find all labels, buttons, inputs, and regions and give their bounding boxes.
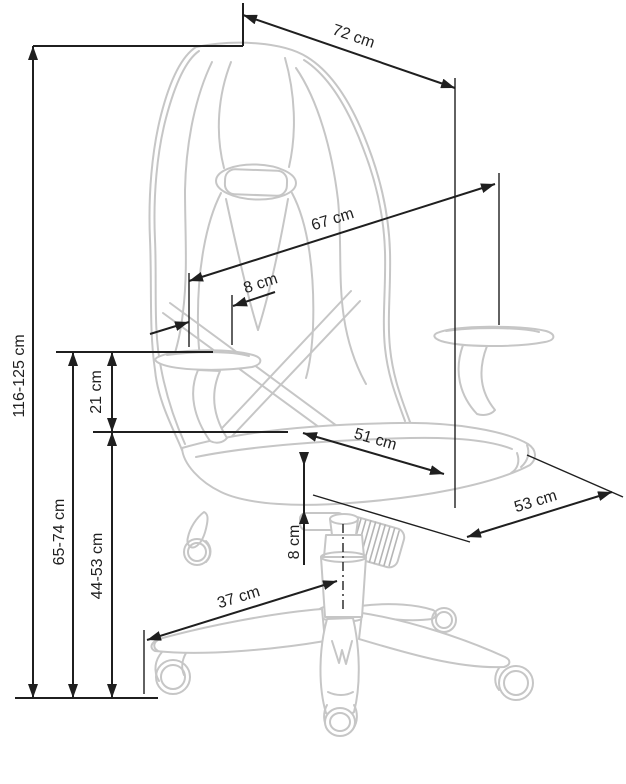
- dim-label-gas-lift-travel: 8 cm: [286, 525, 303, 560]
- backrest-left-edge-inner: [153, 50, 200, 445]
- dim-label-armrest-above-seat: 21 cm: [88, 370, 105, 414]
- dim-backrest-offset-left: [149, 321, 190, 335]
- dim-label-total-height: 116-125 cm: [11, 334, 28, 417]
- caster-right: [498, 665, 534, 701]
- caster-right-fork: [494, 667, 500, 691]
- backrest-outline: [148, 41, 418, 463]
- caster-back-right-inner: [435, 611, 453, 629]
- seat-corner-fold: [510, 452, 520, 474]
- caster-back-left-inner: [187, 542, 207, 562]
- dim-label-floor-to-seat: 44-53 cm: [89, 533, 106, 600]
- caster-right-inner: [503, 670, 529, 696]
- right-armrest-pad: [433, 325, 555, 348]
- base-arm-front-detail: [331, 640, 353, 665]
- ext-seat-width-a: [312, 494, 471, 543]
- dim-label-seat-width: 53 cm: [512, 487, 559, 516]
- dim-base-arm-reach: [146, 580, 338, 641]
- dimension-lines: [15, 3, 624, 699]
- base-arm-front: [319, 617, 360, 717]
- seat-corner-fold: [520, 444, 530, 468]
- tilt-lever: [186, 511, 209, 549]
- caster-left-inner: [160, 664, 186, 690]
- dim-seat-depth: [302, 432, 445, 475]
- caster-back-right: [431, 607, 457, 633]
- dim-label-base-arm-reach: 37 cm: [215, 583, 262, 612]
- dim-label-floor-to-armrest: 65-74 cm: [51, 499, 68, 566]
- caster-front-inner: [329, 712, 351, 732]
- base-arm-right: [358, 612, 511, 669]
- left-armrest-stem: [192, 369, 228, 444]
- right-armrest-stem: [457, 344, 496, 416]
- dim-backrest-offset-right: [232, 291, 276, 307]
- dim-top-width: [242, 14, 456, 89]
- base-arm-left-cap: [153, 639, 159, 652]
- caster-back-left-fork: [205, 540, 212, 563]
- base-arm-front-detail: [327, 691, 354, 696]
- left-armrest-pad: [154, 349, 262, 371]
- dim-backrest-height: [188, 183, 496, 282]
- dim-seat-width: [466, 491, 613, 538]
- lift-top-cap: [329, 513, 359, 525]
- chair-line-art: [148, 41, 555, 737]
- caster-left: [155, 659, 191, 695]
- ext-seat-width-b: [526, 454, 624, 498]
- headrest-seam-up-left: [217, 61, 232, 169]
